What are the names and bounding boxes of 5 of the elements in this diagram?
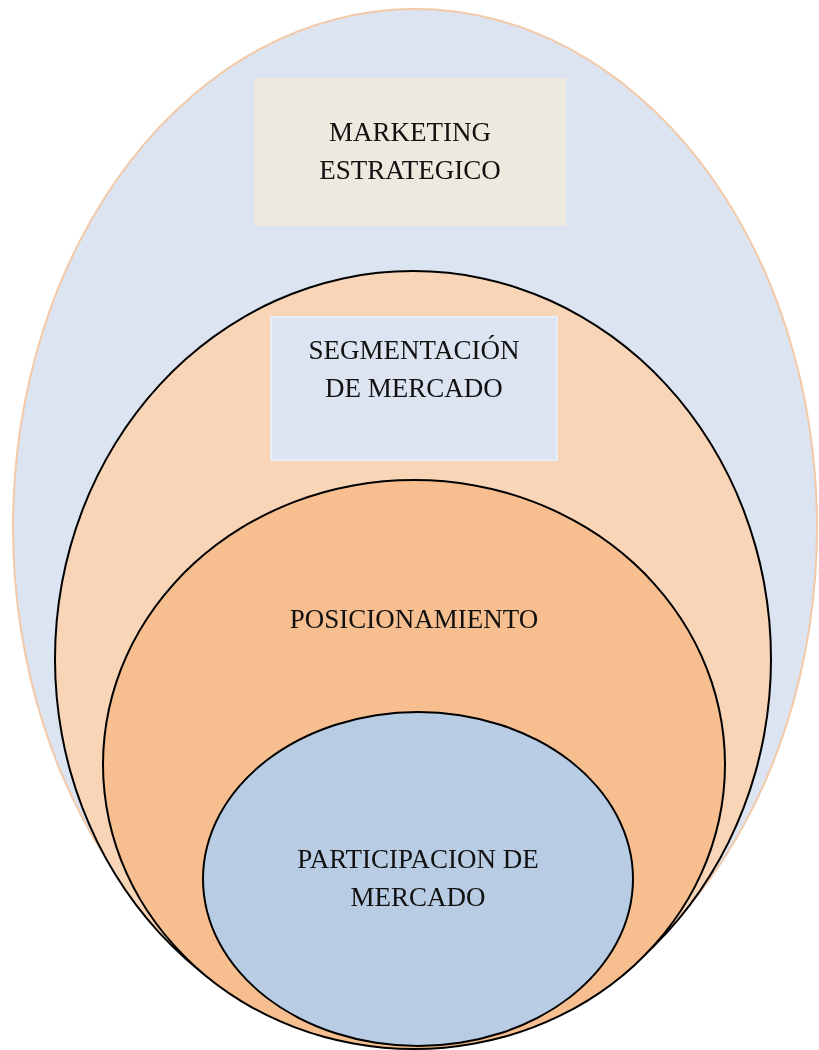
node-label: PARTICIPACION DE MERCADO: [296, 843, 540, 914]
node-label: SEGMENTACIÓN DE MERCADO: [307, 334, 521, 405]
node-label: POSICIONAMIENTO: [288, 603, 540, 636]
node-label: MARKETING ESTRATEGICO: [318, 116, 502, 187]
segment-box: [270, 316, 558, 461]
